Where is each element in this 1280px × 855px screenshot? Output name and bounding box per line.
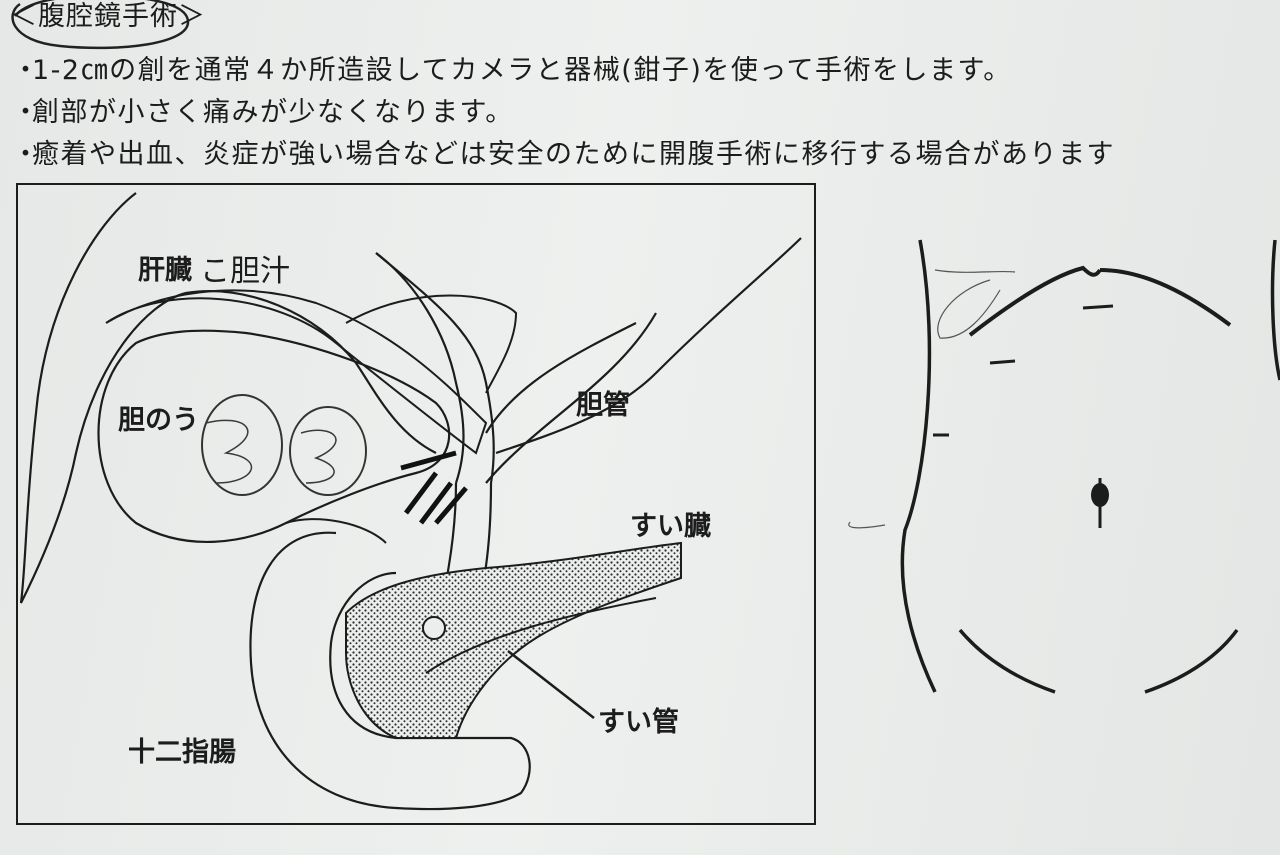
bile-duct-left-branch [375, 252, 465, 484]
port-site-left [989, 359, 1016, 365]
bullet-text: 創部が小さく痛みが少なくなります。 [32, 97, 514, 128]
liver-lobe [105, 289, 488, 455]
papilla-circle [422, 616, 446, 640]
label-pancreatic-duct: すい管 [598, 707, 679, 738]
bullet-marker: ・ [12, 139, 41, 170]
gallbladder-stone-1 [201, 394, 283, 496]
duodenum-outline [249, 531, 531, 811]
label-liver-handwritten: こ胆汁 [200, 254, 290, 289]
bullet-item: ・癒着や出血、炎症が強い場合などは安全のために開腹手術に移行する場合があります [12, 134, 1115, 176]
bullet-text: 1-2㎝の創を通常４か所造設してカメラと器械(鉗子)を使って手術をします。 [32, 55, 1012, 86]
surgical-clip-marks [400, 450, 468, 525]
rib-arch-left [968, 265, 1102, 337]
label-duodenum: 十二指腸 [128, 737, 236, 768]
lower-abdomen-right [1144, 628, 1239, 694]
label-gallbladder: 胆のう [118, 405, 199, 436]
diagram-border [16, 183, 816, 825]
abdomen-port-diagram [848, 239, 1280, 694]
rib-arch-right [1099, 268, 1232, 327]
bullet-marker: ・ [12, 55, 41, 86]
port-site-upper [1082, 304, 1114, 310]
label-bile-duct: 胆管 [576, 390, 630, 421]
section-heading: ＜腹腔鏡手術＞ [10, 1, 206, 32]
anatomy-diagram [16, 183, 816, 825]
bullet-item: ・創部が小さく痛みが少なくなります。 [12, 92, 1115, 134]
label-liver: 肝臓 [138, 255, 192, 286]
pancreas-body [345, 541, 682, 739]
hepatic-duct-curve [495, 237, 802, 455]
bullet-text: 癒着や出血、炎症が強い場合などは安全のために開腹手術に移行する場合があります [32, 139, 1115, 170]
pancreatic-duct-line [425, 597, 657, 674]
bullet-item: ・1-2㎝の創を通常４か所造設してカメラと器械(鉗子)を使って手術をします。 [12, 50, 1115, 92]
torso-left-edge [900, 239, 937, 693]
duodenum-inner [285, 518, 387, 544]
cystic-duct-curve [345, 294, 518, 394]
bullet-marker: ・ [12, 97, 41, 128]
lower-abdomen-left [958, 628, 1056, 694]
gallbladder-stone-2 [289, 406, 367, 496]
pancreatic-duct-pointer [507, 650, 595, 719]
gallbladder-outline [97, 329, 451, 544]
bile-duct-main [424, 312, 657, 674]
bile-duct-right-branch [375, 252, 495, 484]
torso-right-edge [1270, 239, 1280, 381]
handwritten-circle-mark [11, 0, 190, 50]
bullet-list: ・1-2㎝の創を通常４か所造設してカメラと器械(鉗子)を使って手術をします。 ・… [12, 50, 1115, 176]
pencil-gallbladder-sketch [848, 269, 1016, 529]
pencil-scribble [205, 419, 337, 484]
label-pancreas: すい臓 [630, 511, 711, 542]
